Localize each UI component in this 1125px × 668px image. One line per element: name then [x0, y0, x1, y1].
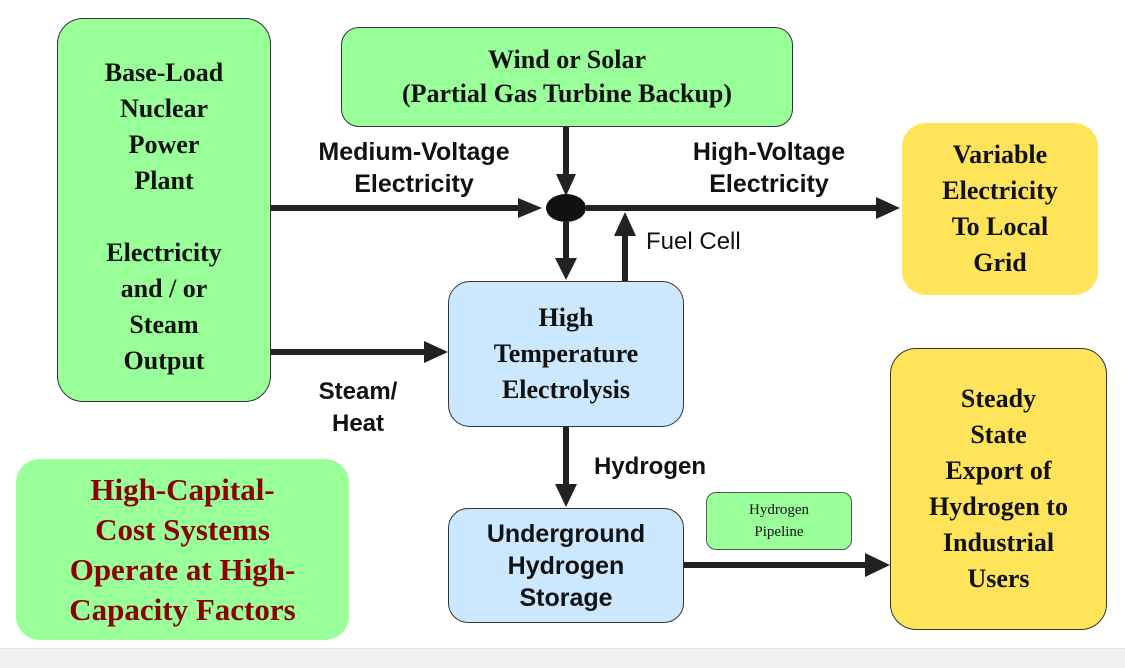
underground-hydrogen-storage-box: Underground Hydrogen Storage — [448, 508, 684, 623]
arrowhead-hte-down — [555, 258, 577, 280]
hydrogen-label: Hydrogen — [594, 453, 707, 480]
wind-solar-text: Wind or Solar (Partial Gas Turbine Backu… — [401, 45, 733, 108]
arrowhead-grid — [876, 197, 900, 219]
wind-solar-box: Wind or Solar (Partial Gas Turbine Backu… — [341, 27, 793, 127]
capital-cost-note-text: High-Capital- Cost Systems Operate at Hi… — [69, 471, 296, 627]
hydrogen-pipeline-text: Hydrogen Pipeline — [749, 502, 809, 540]
steam-heat-label: Steam/ Heat — [318, 378, 398, 437]
arrowhead-export — [865, 553, 890, 577]
hydrogen-export-box: Steady State Export of Hydrogen to Indus… — [890, 348, 1107, 630]
arrowhead-steam — [424, 341, 448, 363]
capital-cost-note-box: High-Capital- Cost Systems Operate at Hi… — [16, 459, 349, 640]
nuclear-power-plant-text: Base-Load Nuclear Power Plant Electricit… — [104, 58, 224, 375]
high-temperature-electrolysis-text: High Temperature Electrolysis — [493, 303, 639, 404]
hydrogen-export-text: Steady State Export of Hydrogen to Indus… — [929, 384, 1068, 593]
arrowhead-fuel-cell — [614, 212, 636, 236]
medium-voltage-label: Medium-Voltage Electricity — [318, 138, 510, 198]
high-voltage-label: High-Voltage Electricity — [692, 138, 846, 198]
bottom-band — [0, 648, 1125, 668]
arrowhead-wind-junction — [556, 174, 576, 196]
variable-electricity-text: Variable Electricity To Local Grid — [942, 140, 1058, 277]
arrowhead-nuclear-junction — [518, 198, 542, 218]
underground-hydrogen-storage-text: Underground Hydrogen Storage — [486, 519, 646, 612]
high-temperature-electrolysis-box: High Temperature Electrolysis — [448, 281, 684, 427]
fuel-cell-label: Fuel Cell — [646, 228, 741, 255]
variable-electricity-box: Variable Electricity To Local Grid — [902, 123, 1098, 295]
hydrogen-pipeline-box: Hydrogen Pipeline — [706, 492, 852, 550]
nuclear-power-plant-box: Base-Load Nuclear Power Plant Electricit… — [57, 18, 271, 402]
junction-node — [546, 194, 586, 222]
arrowhead-storage — [555, 484, 577, 507]
